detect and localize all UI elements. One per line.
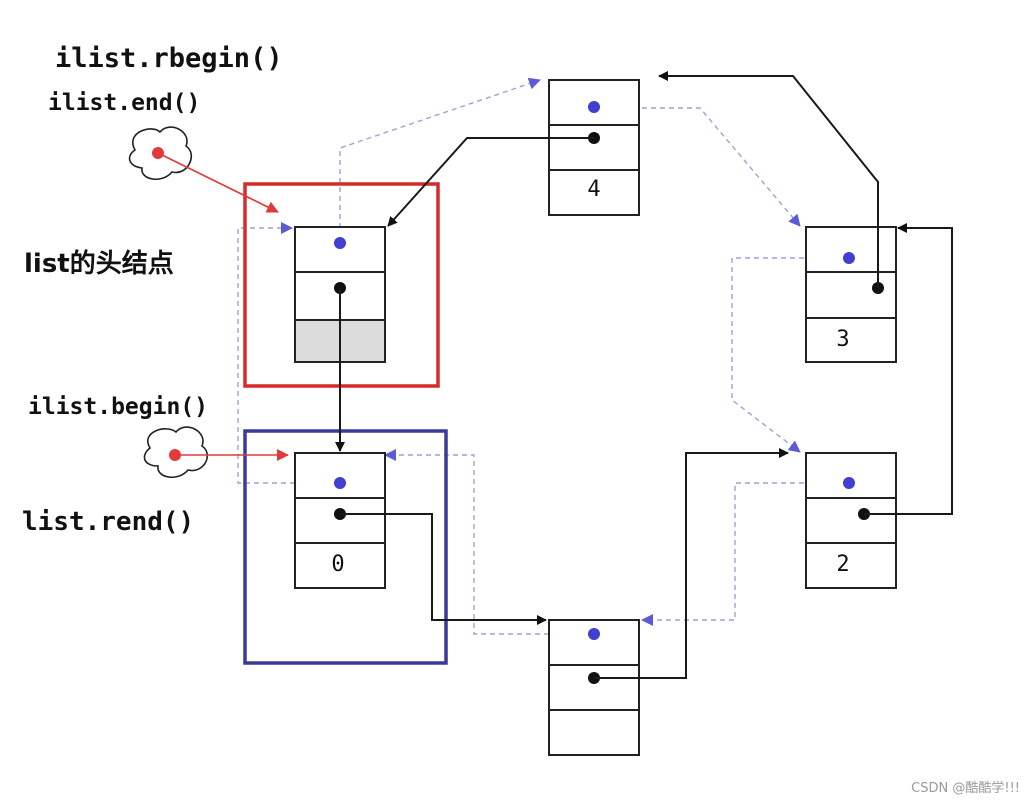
prev-link-head-to-4 bbox=[339, 77, 541, 228]
end-label: ilist.end() bbox=[48, 90, 200, 116]
prev-link-2-to-1 bbox=[641, 482, 849, 626]
head-node-highlight bbox=[243, 182, 440, 388]
node-1 bbox=[548, 619, 640, 756]
prev-link-1-to-0 bbox=[384, 449, 594, 635]
prev-link-0-to-head bbox=[237, 222, 340, 484]
begin-iterator bbox=[143, 426, 289, 478]
node-3-value: 3 bbox=[836, 327, 849, 352]
next-link-4-to-head bbox=[387, 137, 594, 227]
node-0: 0 bbox=[294, 452, 386, 589]
head-prev-dot bbox=[334, 237, 346, 249]
node-2: 2 bbox=[805, 452, 897, 589]
watermark: CSDN @酷酷学!!! bbox=[911, 780, 1020, 796]
next-link-1-to-2 bbox=[594, 448, 789, 679]
prev-link-4-to-3 bbox=[597, 107, 801, 227]
prev-links bbox=[237, 77, 849, 635]
node-2-value: 2 bbox=[836, 552, 849, 577]
rbegin-label: ilist.rbegin() bbox=[55, 43, 283, 74]
node-4-value: 4 bbox=[587, 177, 600, 202]
rend-node-highlight bbox=[243, 429, 448, 665]
next-link-3-to-4 bbox=[658, 71, 879, 288]
begin-label: ilist.begin() bbox=[28, 394, 208, 420]
head-node-label: list的头结点 bbox=[24, 248, 174, 279]
next-links bbox=[335, 71, 953, 679]
node-4: 4 bbox=[548, 79, 640, 216]
node-0-value: 0 bbox=[331, 552, 344, 577]
next-link-2-to-3 bbox=[864, 223, 953, 515]
prev-link-3-to-2 bbox=[731, 257, 849, 453]
end-iterator bbox=[128, 126, 279, 213]
rend-label: list.rend() bbox=[22, 507, 194, 537]
node-3: 3 bbox=[805, 226, 897, 363]
next-link-0-to-1 bbox=[340, 513, 547, 625]
